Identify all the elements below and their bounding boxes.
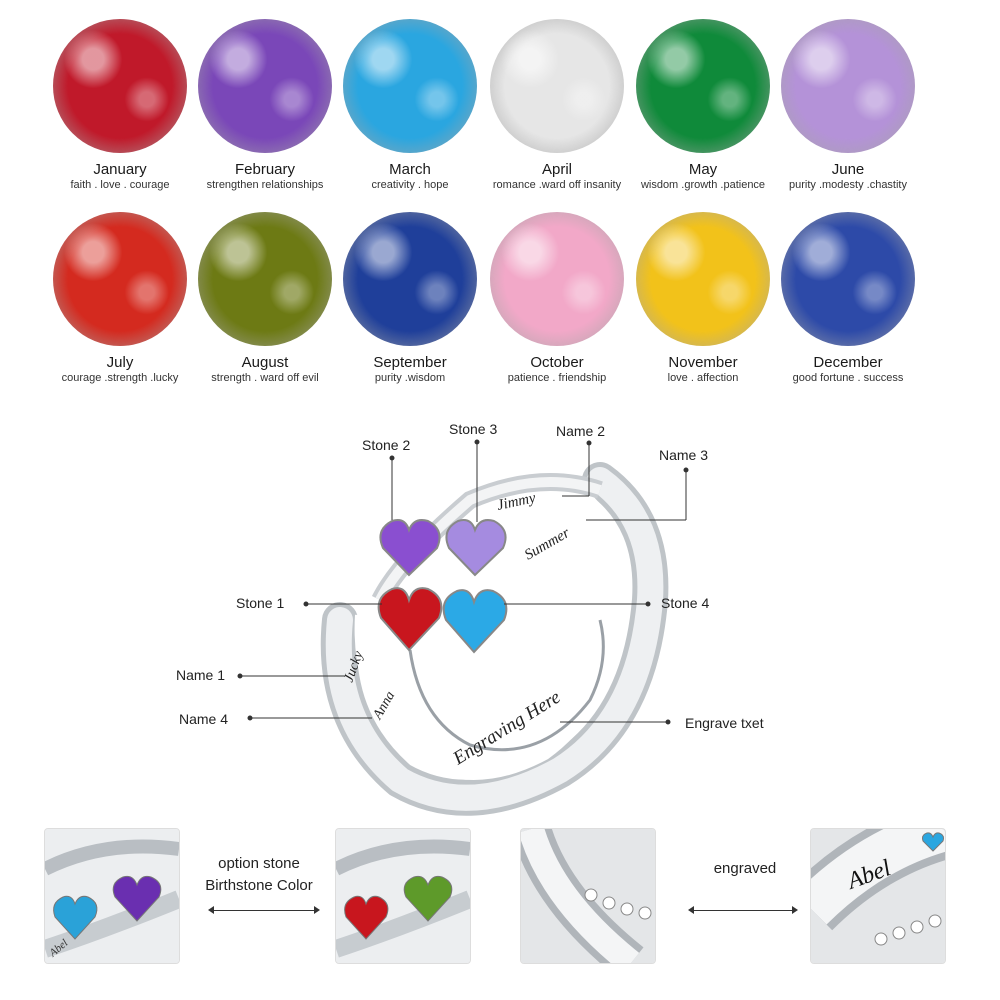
birthstone-month: October: [530, 354, 584, 371]
label-stone-4: Stone 4: [661, 595, 710, 611]
gemstone-swatch: [636, 19, 770, 153]
birthstone-month: September: [373, 354, 447, 371]
birthstone-month: April: [541, 161, 572, 178]
birthstone-meaning: strength . ward off evil: [211, 372, 319, 384]
birthstone-month: July: [106, 354, 134, 371]
birthstone-meaning: patience . friendship: [507, 372, 607, 384]
option-stone-caption: option stone Birthstone Color: [196, 853, 322, 897]
gemstone-swatch: [198, 19, 332, 153]
birthstone-meaning: strengthen relationships: [206, 179, 324, 191]
thumbnail-band-plain: [520, 828, 656, 964]
label-name-4: Name 4: [179, 711, 229, 727]
gemstone-swatch: [781, 212, 915, 346]
stone-1-heart: [377, 587, 443, 652]
birthstone-month: January: [93, 161, 147, 178]
birthstone-meaning: creativity . hope: [371, 179, 449, 191]
label-stone-1: Stone 1: [236, 595, 285, 611]
ring-band: [320, 462, 669, 816]
stone-3-heart: [445, 519, 507, 577]
birthstone-meaning: wisdom .growth .patience: [640, 179, 766, 191]
stone-2-heart: [379, 519, 441, 577]
thumbnail-ring-blue-purple: Abel: [44, 828, 180, 964]
gemstone-swatch: [53, 19, 187, 153]
gemstone-swatch: [490, 212, 624, 346]
label-stone-3: Stone 3: [449, 421, 498, 437]
option-stone-line-2: Birthstone Color: [205, 877, 313, 894]
gemstone-swatch: [490, 19, 624, 153]
label-engrave-text: Engrave txet: [685, 715, 764, 731]
gemstone-swatch: [53, 212, 187, 346]
label-name-1: Name 1: [176, 667, 226, 683]
birthstone-meaning: faith . love . courage: [70, 179, 170, 191]
birthstone-month: December: [813, 354, 883, 371]
engraved-caption: engraved: [713, 860, 777, 877]
birthstone-meaning: purity .wisdom: [374, 372, 446, 384]
birthstone-meaning: romance .ward off insanity: [492, 179, 622, 191]
option-stone-line-1: option stone: [218, 855, 300, 872]
label-name-2: Name 2: [556, 423, 606, 439]
double-arrow-icon: [208, 906, 320, 914]
birthstone-meaning: purity .modesty .chastity: [789, 179, 907, 191]
gemstone-swatch: [636, 212, 770, 346]
gemstone-swatch: [198, 212, 332, 346]
birthstone-month: November: [668, 354, 738, 371]
gemstone-swatch: [343, 19, 477, 153]
gemstone-swatch: [781, 19, 915, 153]
stone-4-heart: [442, 589, 508, 654]
double-arrow-icon-2: [688, 906, 798, 914]
label-stone-2: Stone 2: [362, 437, 411, 453]
birthstone-meaning: courage .strength .lucky: [61, 372, 179, 384]
thumbnail-ring-red-green: [335, 828, 471, 964]
thumbnail-band-engraved: Abel: [810, 828, 946, 964]
birthstone-month: March: [389, 161, 431, 178]
birthstone-meaning: love . affection: [667, 372, 739, 384]
birthstone-month: August: [241, 354, 289, 371]
birthstone-month: June: [831, 161, 865, 178]
birthstone-month: February: [234, 161, 296, 178]
label-name-3: Name 3: [659, 447, 709, 463]
birthstone-meaning: good fortune . success: [792, 372, 904, 384]
gemstone-swatch: [343, 212, 477, 346]
callout-lines: [237, 439, 689, 725]
engraving-name-3: Summer: [522, 525, 573, 564]
birthstone-month: May: [688, 161, 718, 178]
